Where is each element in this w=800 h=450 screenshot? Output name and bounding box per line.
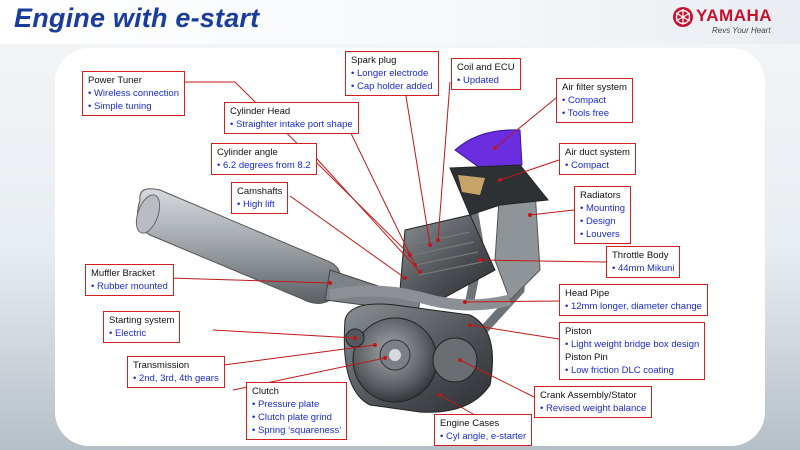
callout-item: Wireless connection (88, 87, 179, 100)
callout-item: Longer electrode (351, 67, 433, 80)
callout-crank: Crank Assembly/Stator Revised weight bal… (534, 386, 653, 418)
leader-lines (168, 81, 607, 419)
callout-radiators: Radiators Mounting Design Louvers (574, 186, 632, 244)
callout-title: Throttle Body (612, 250, 669, 261)
callout-item: Updated (457, 74, 515, 87)
callout-title: Starting system (109, 315, 175, 326)
callout-item: Revised weight balance (540, 402, 646, 415)
callout-item: Louvers (580, 228, 625, 241)
callout-item: Rubber mounted (91, 280, 168, 293)
slide-header: Engine with e-start YAMAHA Revs Your Hea… (0, 0, 800, 44)
callout-engine-cases: Engine Cases Cyl angle, e-starter (434, 414, 533, 446)
callout-title: Head Pipe (565, 288, 610, 299)
slide-title: Engine with e-start (14, 3, 260, 33)
callout-item: Tools free (562, 107, 627, 120)
tuning-fork-emblem-icon (673, 7, 693, 27)
callout-item: 2nd, 3rd, 4th gears (133, 372, 219, 385)
callout-power-tuner: Power Tuner Wireless connection Simple t… (82, 71, 185, 116)
leader-dots (328, 146, 532, 397)
callout-title: Cylinder Head (230, 106, 291, 117)
callout-title: Air duct system (565, 147, 630, 158)
callout-item: 44mm Mikuni (612, 262, 675, 275)
callout-item: Mounting (580, 202, 625, 215)
callout-title: Cylinder angle (217, 147, 278, 158)
callout-item: Compact (562, 94, 627, 107)
callout-item: Compact (565, 159, 630, 172)
callout-item: Light weight bridge box design (565, 338, 699, 351)
callout-coil-ecu: Coil and ECU Updated (451, 58, 521, 90)
callout-item: Simple tuning (88, 100, 179, 113)
callout-camshafts: Camshafts High lift (231, 182, 289, 214)
callout-item: Cap holder added (351, 80, 433, 93)
brand-slogan: Revs Your Heart (712, 26, 771, 35)
callout-starting-system: Starting system Electric (103, 311, 181, 343)
muffler (135, 188, 421, 313)
callout-item: Spring ‘squareness’ (252, 424, 341, 437)
callout-cylinder-angle: Cylinder angle 6.2 degrees from 8.2 (211, 143, 317, 175)
brand-name: YAMAHA (696, 6, 773, 25)
callout-item: Straighter intake port shape (230, 118, 353, 131)
callout-item: Clutch plate grind (252, 411, 341, 424)
cylinder-head (399, 214, 496, 301)
callout-title: Engine Cases (440, 418, 500, 429)
head-pipe (328, 285, 512, 311)
callout-cylinder-head: Cylinder Head Straighter intake port sha… (224, 102, 359, 134)
callout-piston: Piston Light weight bridge box design Pi… (559, 322, 706, 380)
callout-item: Design (580, 215, 625, 228)
callout-subtitle: Piston Pin (565, 352, 608, 363)
callout-item: 6.2 degrees from 8.2 (217, 159, 311, 172)
callout-title: Clutch (252, 386, 279, 397)
callout-throttle-body: Throttle Body 44mm Mikuni (606, 246, 681, 278)
air-filter-element (458, 175, 485, 195)
callout-title: Coil and ECU (457, 62, 515, 73)
yamaha-logo: YAMAHA Revs Your Heart (672, 4, 792, 44)
callout-air-filter: Air filter system Compact Tools free (556, 78, 633, 123)
stator-cover (432, 337, 478, 383)
callout-title: Radiators (580, 190, 621, 201)
callout-title: Air filter system (562, 82, 627, 93)
air-filter-box (454, 129, 523, 170)
callout-muffler-bracket: Muffler Bracket Rubber mounted (85, 264, 174, 296)
callout-item: Pressure plate (252, 398, 341, 411)
callout-title: Crank Assembly/Stator (540, 390, 637, 401)
callout-spark-plug: Spark plug Longer electrode Cap holder a… (345, 51, 439, 96)
callout-item: Low friction DLC coating (565, 364, 699, 377)
callout-title: Spark plug (351, 55, 397, 66)
callout-title: Muffler Bracket (91, 268, 155, 279)
callout-item: 12mm longer, diameter change (565, 300, 702, 313)
callout-item: Cyl angle, e-starter (440, 430, 526, 443)
callout-head-pipe: Head Pipe 12mm longer, diameter change (559, 284, 708, 316)
callout-transmission: Transmission 2nd, 3rd, 4th gears (127, 356, 225, 388)
callout-item: Electric (109, 327, 174, 340)
callout-clutch: Clutch Pressure plate Clutch plate grind… (246, 382, 348, 440)
callout-title: Power Tuner (88, 75, 142, 86)
callout-title: Transmission (133, 360, 190, 371)
callout-item: High lift (237, 198, 282, 211)
callout-title: Camshafts (237, 186, 283, 197)
callout-title: Piston (565, 326, 592, 337)
callout-air-duct: Air duct system Compact (559, 143, 636, 175)
